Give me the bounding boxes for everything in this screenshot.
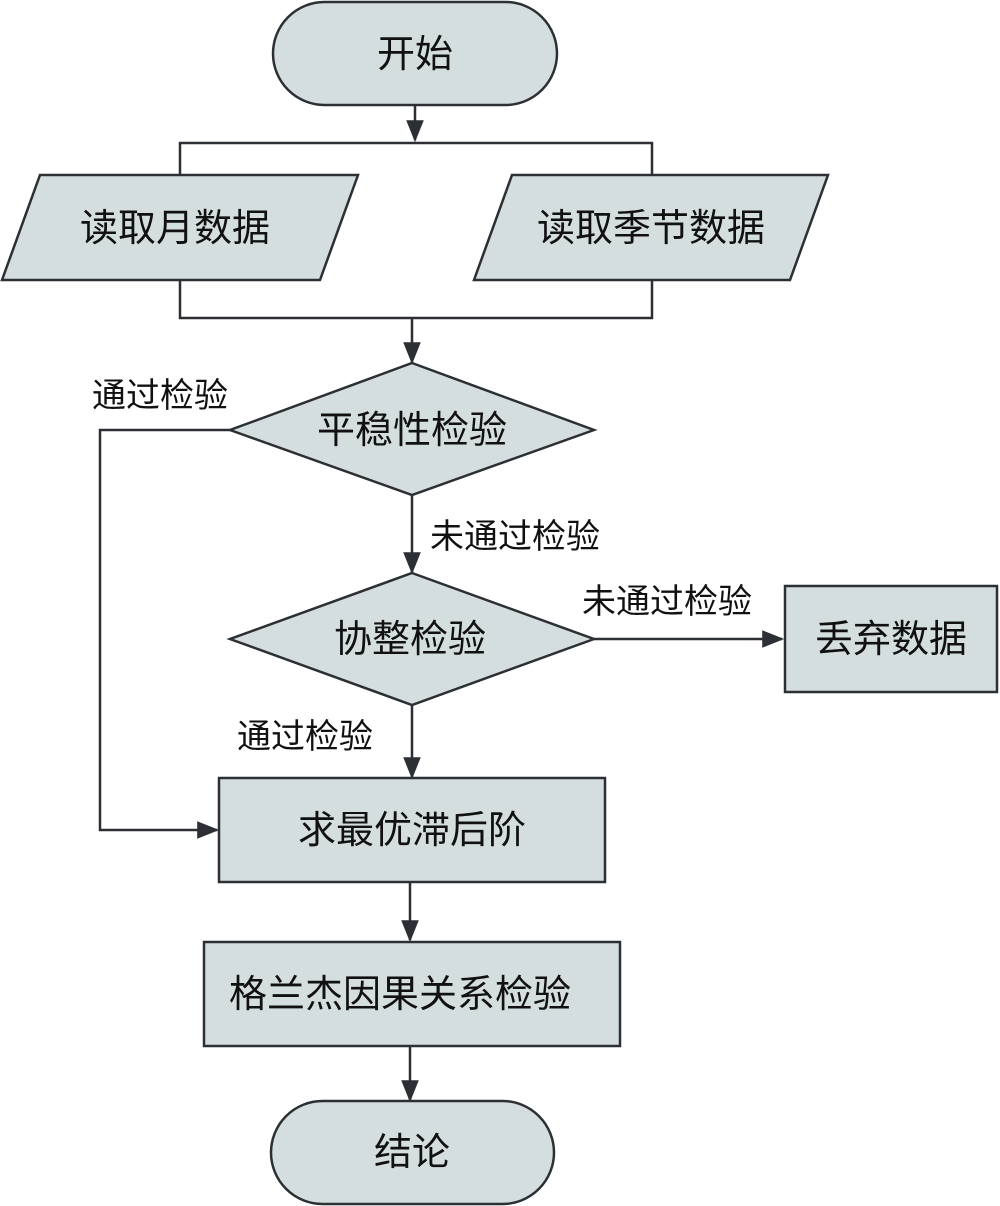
edge-stationarity-bypass-to-lag xyxy=(98,428,230,839)
stationarity-test-label: 平稳性检验 xyxy=(317,408,507,452)
connectors xyxy=(98,105,785,1103)
cointegration-test-node: 协整检验 xyxy=(226,571,598,707)
conclusion-label: 结论 xyxy=(374,1130,450,1174)
cointegration-test-label: 协整检验 xyxy=(334,617,486,661)
read-quarterly-node: 读取季节数据 xyxy=(472,173,830,282)
optimal-lag-node: 求最优滞后阶 xyxy=(217,776,607,884)
optimal-lag-label: 求最优滞后阶 xyxy=(298,808,526,852)
granger-test-node: 格兰杰因果关系检验 xyxy=(202,940,622,1048)
start-node: 开始 xyxy=(271,0,559,107)
read-monthly-label: 读取月数据 xyxy=(80,206,270,250)
start-label: 开始 xyxy=(377,32,453,76)
edge-label-stationarity-pass: 通过检验 xyxy=(92,376,228,416)
edge-label-cointegration-pass: 通过检验 xyxy=(237,717,373,757)
read-quarterly-label: 读取季节数据 xyxy=(537,206,765,250)
edge-label-stationarity-fail: 未通过检验 xyxy=(430,517,600,557)
discard-data-node: 丢弃数据 xyxy=(783,584,999,694)
discard-data-label: 丢弃数据 xyxy=(815,617,967,661)
edge-split-to-inputs xyxy=(178,141,654,175)
conclusion-node: 结论 xyxy=(269,1099,556,1206)
read-monthly-node: 读取月数据 xyxy=(0,173,360,282)
granger-test-label: 格兰杰因果关系检验 xyxy=(229,972,571,1016)
edge-label-cointegration-fail: 未通过检验 xyxy=(582,582,752,622)
edge-inputs-merge xyxy=(178,280,654,320)
stationarity-test-node: 平稳性检验 xyxy=(226,361,598,497)
